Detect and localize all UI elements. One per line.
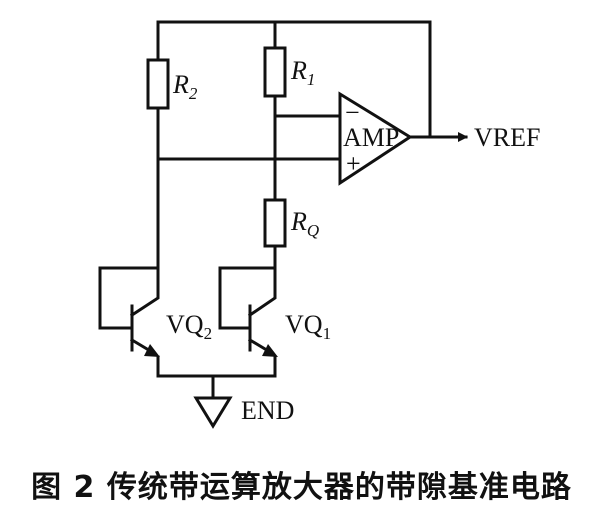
vref-label: VREF — [474, 123, 540, 152]
vq1-emitter-arrow — [262, 344, 278, 357]
vq2-label: VQ2 — [166, 310, 212, 343]
r2-label: R2 — [172, 70, 198, 103]
vq1-collector-wire — [218, 266, 277, 330]
ground-label: END — [241, 396, 294, 425]
amp-label: AMP — [343, 123, 399, 152]
r1-resistor — [263, 46, 287, 98]
top-rail-wire — [156, 20, 432, 139]
op-amp-triangle — [338, 91, 413, 186]
r1-label: R1 — [290, 56, 315, 89]
rq-label: RQ — [290, 207, 319, 240]
rq-resistor — [263, 198, 287, 248]
plus-sign: + — [346, 149, 361, 178]
vq2-collector-wire — [98, 266, 160, 330]
r2-resistor — [146, 58, 170, 110]
vq2-emitter-arrow — [144, 344, 160, 357]
figure-caption: 图 2 传统带运算放大器的带隙基准电路 — [31, 470, 572, 505]
vq1-label: VQ1 — [285, 310, 331, 343]
emitter-bus-wire — [156, 355, 277, 398]
vq2-transistor-body — [129, 266, 160, 355]
vq1-transistor-body — [247, 266, 277, 355]
ground-icon — [193, 396, 233, 429]
minus-sign: − — [345, 98, 360, 127]
